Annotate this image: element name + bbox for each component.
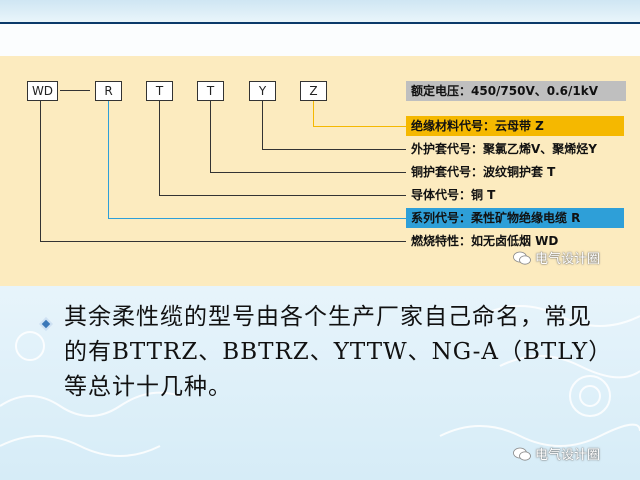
- label-copper-sheath-code: 铜护套代号：波纹铜护套 T: [411, 165, 556, 179]
- code-box-y: Y: [249, 81, 276, 101]
- code-box-t2: T: [197, 81, 224, 101]
- cloud-pattern: [0, 305, 640, 457]
- wechat-icon: [513, 251, 531, 265]
- leader-wd-vertical: [40, 101, 41, 242]
- label-insulation-code: 绝缘材料代号：云母带 Z: [406, 116, 624, 136]
- decorative-background: [0, 286, 640, 480]
- top-band: [0, 0, 640, 22]
- leader-z-vertical: [313, 101, 314, 126]
- header-area: [0, 24, 640, 56]
- code-box-t1: T: [146, 81, 173, 101]
- code-box-z: Z: [300, 81, 327, 101]
- leader-y-horizontal: [262, 149, 406, 150]
- watermark-text: 电气设计圈: [535, 252, 601, 267]
- watermark-text: 电气设计圈: [535, 448, 601, 463]
- label-rated-voltage: 额定电压：450/750V、0.6/1kV: [406, 81, 626, 101]
- code-box-wd: WD: [27, 81, 58, 101]
- leader-wd-horizontal: [40, 241, 406, 242]
- watermark-lower: 电气设计圈: [513, 444, 600, 463]
- leader-t1-vertical: [159, 101, 160, 196]
- label-series-code: 系列代号：柔性矿物绝缘电缆 R: [406, 208, 624, 228]
- label-outer-sheath-code: 外护套代号：聚氯乙烯V、聚烯烃Y: [411, 142, 597, 156]
- leader-t2-horizontal: [210, 172, 406, 173]
- code-connector: [60, 90, 90, 91]
- body-paragraph: 其余柔性缆的型号由各个生产厂家自己命名，常见的有BTTRZ、BBTRZ、YTTW…: [64, 304, 601, 400]
- code-box-r: R: [95, 81, 122, 101]
- leader-r-vertical: [108, 101, 109, 219]
- leader-t1-horizontal: [159, 195, 406, 196]
- leader-y-vertical: [262, 101, 263, 150]
- leader-z-horizontal: [313, 126, 406, 127]
- watermark-upper: 电气设计圈: [513, 248, 600, 267]
- wechat-icon: [513, 447, 531, 461]
- label-conductor-code: 导体代号：铜 T: [411, 188, 496, 202]
- leader-t2-vertical: [210, 101, 211, 173]
- top-divider: [0, 22, 640, 24]
- label-burning-characteristic: 燃烧特性：如无卤低烟 WD: [411, 234, 559, 248]
- leader-r-horizontal: [108, 218, 406, 219]
